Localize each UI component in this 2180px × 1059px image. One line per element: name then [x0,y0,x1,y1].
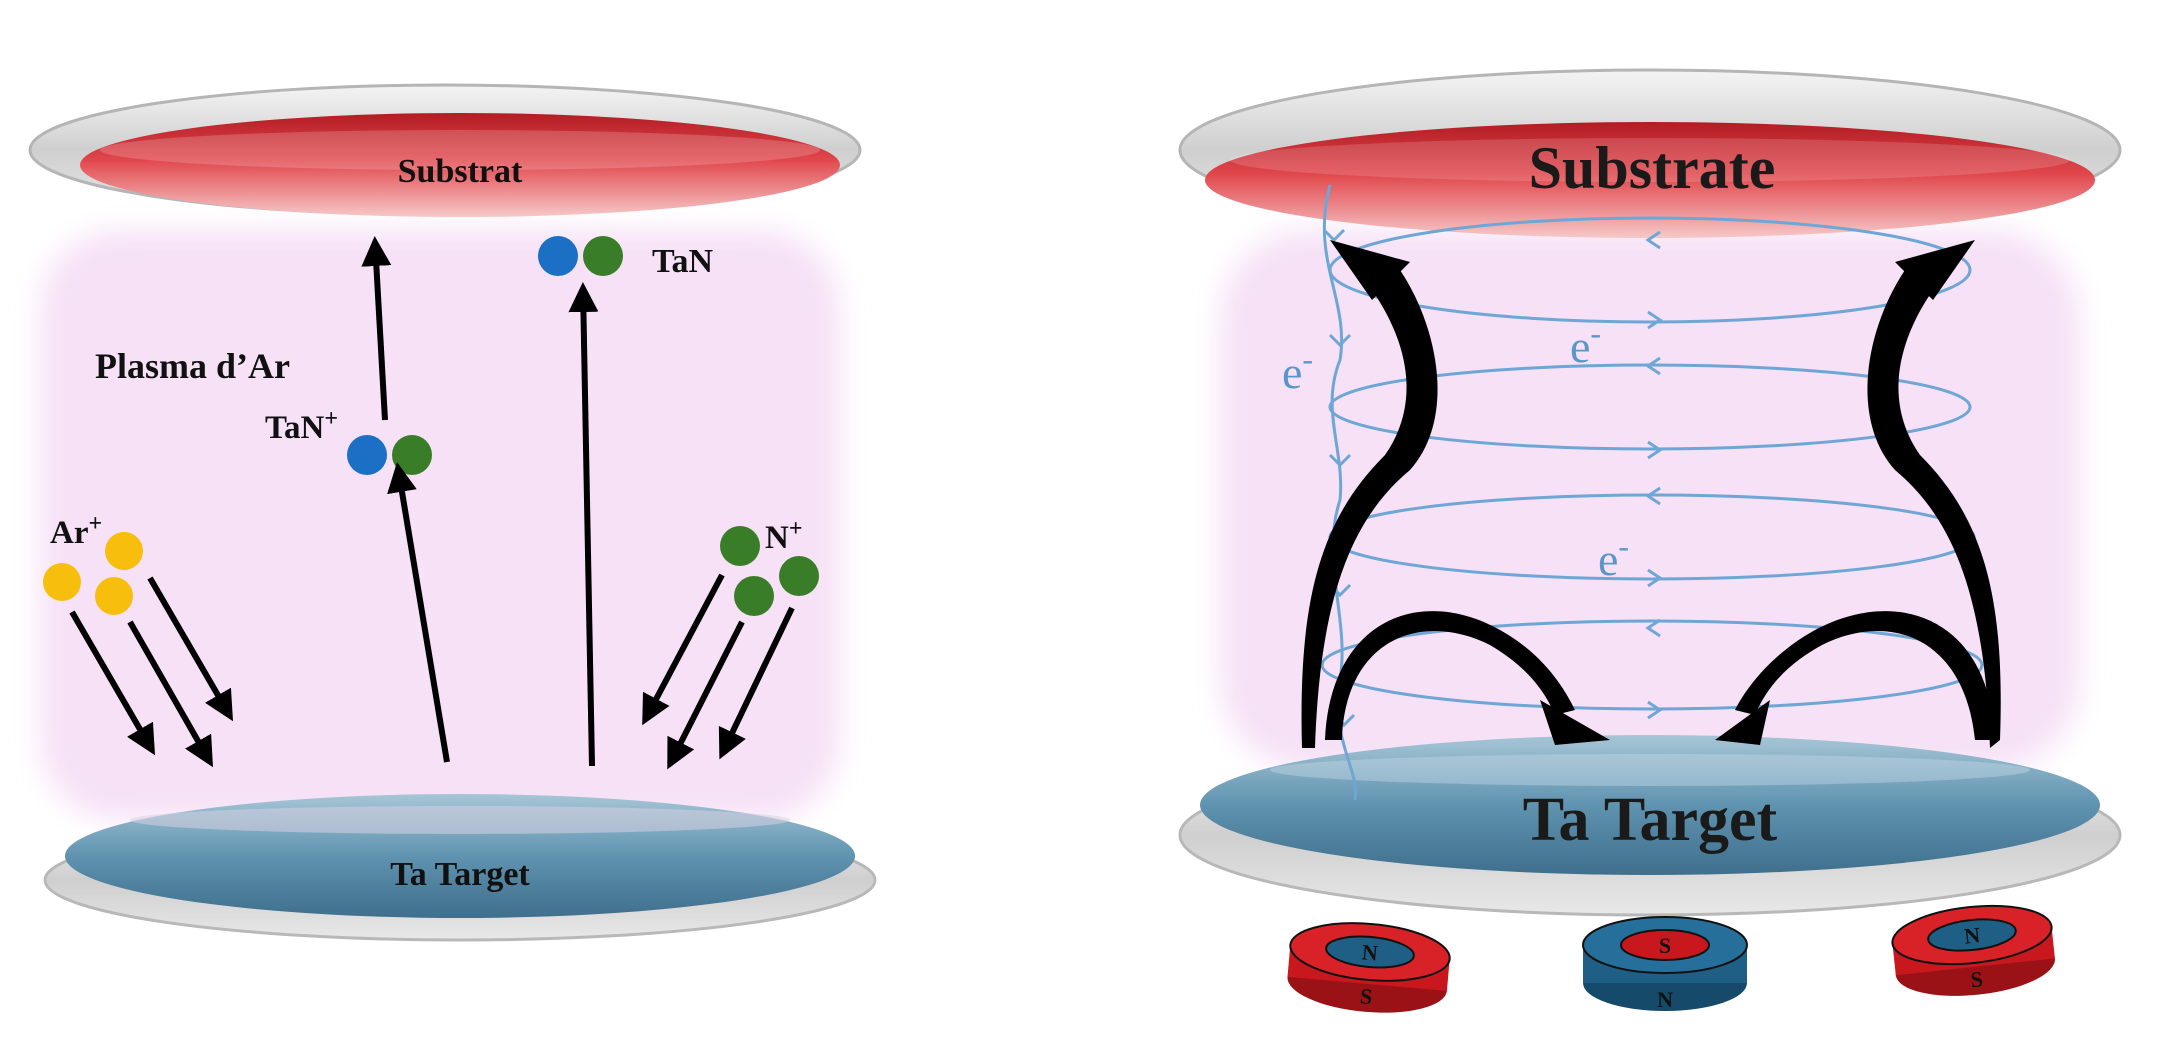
electron-direction-arrow [1647,568,1663,588]
magnet-pole-top: N [1963,922,1982,949]
electron-direction-arrow [1645,230,1661,250]
electron-direction-arrow [1322,228,1346,243]
n-arrow [642,573,725,726]
ar-arrow [147,576,234,722]
ar-particle [105,532,143,570]
right-target-label: Ta Target [1523,786,1778,854]
tan-ion-arrow-up [361,236,392,421]
field-arrowhead [1330,240,1410,300]
magnet-pole-bottom: N [1657,987,1673,1012]
left-plasma-region [40,230,840,820]
electron-direction-arrow [1328,333,1352,348]
left-panel: Substrat Ta Target Plasma d’Ar Ar+ TaN+ [28,83,877,942]
electron-direction-arrow [1647,310,1663,330]
tan-arrow [568,282,599,767]
n-particle [779,556,819,596]
electron-direction-arrow [1645,618,1661,638]
ar-particle [95,577,133,615]
ar-ion-label: Ar+ [50,511,102,551]
right-target: Ta Target [1178,735,2122,917]
magnet: N S [1287,922,1451,1013]
magnet: S N [1582,916,1748,1012]
field-loop-right [1735,611,1995,740]
n-particle [583,236,623,276]
field-arrowhead [1715,700,1770,745]
ar-particle [43,563,81,601]
n-arrow [718,606,795,760]
tan-ion-arrow [387,462,450,763]
electron-direction-arrow [1647,440,1663,460]
electron-label: e- [1598,528,1629,585]
electron-direction-arrow [1645,356,1661,376]
magnet-pole-bottom: S [1359,983,1373,1009]
right-panel: Substrate Ta Target [1178,68,2122,1013]
plasma-label: Plasma d’Ar [95,346,290,386]
electron-label: e- [1570,315,1601,372]
n-particle [720,526,760,566]
n-arrow [667,620,745,770]
electron-direction-arrow [1647,700,1663,720]
magnet-pole-top: S [1659,933,1671,958]
n-ion-label: N+ [765,516,803,556]
electron-direction-arrow [1645,486,1661,506]
electron-direction-arrow [1328,453,1352,468]
tan-label: TaN [652,243,714,280]
field-arrowhead [1540,700,1610,745]
right-substrate: Substrate [1178,68,2122,238]
magnet-pole-top: N [1361,939,1379,965]
field-line-right [1867,270,2001,748]
ar-arrow [69,610,156,756]
ta-particle [347,435,387,475]
left-target-label: Ta Target [390,856,530,893]
electron-label: e- [1282,341,1313,398]
ar-arrow [127,620,213,768]
left-substrate: Substrat [28,83,862,217]
field-loop-left [1325,611,1575,740]
magnet: N S [1891,904,2055,996]
right-substrate-label: Substrate [1529,135,1776,201]
field-arrowhead [1895,240,1975,300]
magnetic-field-lines [1301,240,2001,748]
magnet-pole-bottom: S [1969,966,1984,992]
tan-ion-label: TaN+ [265,406,338,446]
left-target: Ta Target [43,794,877,942]
field-line-left [1301,270,1438,748]
n-particle [734,576,774,616]
ta-particle [538,236,578,276]
left-substrate-label: Substrat [398,153,523,190]
